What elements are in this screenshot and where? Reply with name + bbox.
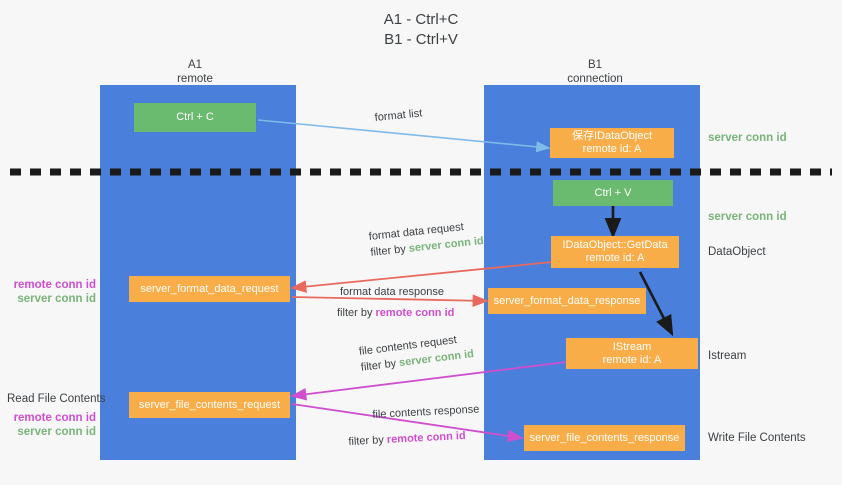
flow-label-format-data-response: format data response — [340, 284, 444, 300]
label-istream: Istream — [708, 350, 747, 362]
filter-prefix-3: filter by — [360, 357, 400, 374]
box-ctrl-v-label: Ctrl + V — [594, 186, 632, 199]
box-idataobject-line1: 保存IDataObject — [571, 130, 653, 142]
box-istream-line2: remote id: A — [602, 353, 662, 366]
box-ctrl-v[interactable]: Ctrl + V — [553, 180, 673, 206]
label-server-conn-id-1: server conn id — [17, 293, 96, 305]
flow-label-file-contents-request: file contents request filter by server c… — [358, 330, 475, 376]
label-server-conn-id-mid: server conn id — [708, 211, 787, 223]
filter-prefix-4: filter by — [348, 433, 388, 448]
box-getdata-line1: IDataObject::GetData — [562, 239, 668, 251]
box-server-file-contents-request[interactable]: server_file_contents_request — [129, 392, 290, 418]
diagram-title: A1 - Ctrl+C B1 - Ctrl+V — [0, 10, 842, 50]
lane-header-b1: B1 connection — [530, 58, 660, 86]
box-server-format-data-request-label: server_format_data_request — [140, 282, 279, 295]
box-idataobject[interactable]: 保存IDataObject remote id: A — [550, 128, 674, 158]
filter-value-4: remote conn id — [386, 429, 466, 446]
flow-label-file-contents-response-text: file contents response — [372, 403, 480, 421]
flow-label-format-data-request: format data request filter by server con… — [368, 217, 484, 261]
label-write-file-contents: Write File Contents — [708, 432, 806, 444]
lane-a1-name: A1 — [187, 59, 203, 71]
box-ctrl-c[interactable]: Ctrl + C — [134, 103, 256, 132]
flow-label-file-contents-response-filter-row: filter by remote conn id — [348, 428, 466, 450]
lane-b1-subtitle: connection — [567, 73, 623, 85]
label-read-file-contents: Read File Contents — [7, 393, 106, 405]
flow-label-format-list-text: format list — [374, 107, 423, 124]
box-istream[interactable]: IStream remote id: A — [566, 338, 698, 369]
label-remote-conn-id-2: remote conn id — [13, 412, 96, 424]
flow-label-format-data-response-text: format data response — [340, 286, 444, 298]
lane-a1-subtitle: remote — [177, 73, 213, 85]
box-getdata-line2: remote id: A — [585, 252, 645, 264]
box-idataobject-getdata[interactable]: IDataObject::GetData remote id: A — [551, 236, 679, 268]
flow-label-format-list: format list — [374, 105, 423, 125]
label-server-conn-id-2: server conn id — [17, 426, 96, 438]
label-server-conn-id-top: server conn id — [708, 132, 787, 144]
box-server-file-contents-request-label: server_file_contents_request — [138, 398, 281, 411]
filter-prefix-1: filter by — [369, 242, 410, 259]
box-server-file-contents-response-label: server_file_contents_response — [529, 431, 680, 444]
filter-value-2: remote conn id — [375, 307, 455, 319]
lane-b1-name: B1 — [587, 59, 603, 71]
box-istream-line1: IStream — [612, 340, 652, 353]
box-server-format-data-response-label: server_format_data_response — [493, 294, 641, 307]
box-server-format-data-response[interactable]: server_format_data_response — [488, 288, 646, 314]
title-line-1: A1 - Ctrl+C — [383, 11, 459, 28]
label-conn-id-stack-file: remote conn id server conn id — [0, 411, 96, 439]
label-remote-conn-id-1: remote conn id — [13, 279, 96, 291]
box-idataobject-line2: remote id: A — [582, 143, 642, 155]
filter-prefix-2: filter by — [337, 307, 376, 319]
box-server-file-contents-response[interactable]: server_file_contents_response — [524, 425, 685, 451]
box-server-format-data-request[interactable]: server_format_data_request — [129, 276, 290, 302]
label-dataobject: DataObject — [708, 246, 766, 258]
title-line-2: B1 - Ctrl+V — [384, 31, 458, 48]
flow-label-file-contents-response: file contents response — [372, 401, 480, 423]
flow-label-format-data-response-filter-row: filter by remote conn id — [337, 305, 454, 321]
lane-header-a1: A1 remote — [130, 58, 260, 86]
label-conn-id-stack-format: remote conn id server conn id — [0, 278, 96, 306]
box-ctrl-c-label: Ctrl + C — [176, 111, 214, 123]
